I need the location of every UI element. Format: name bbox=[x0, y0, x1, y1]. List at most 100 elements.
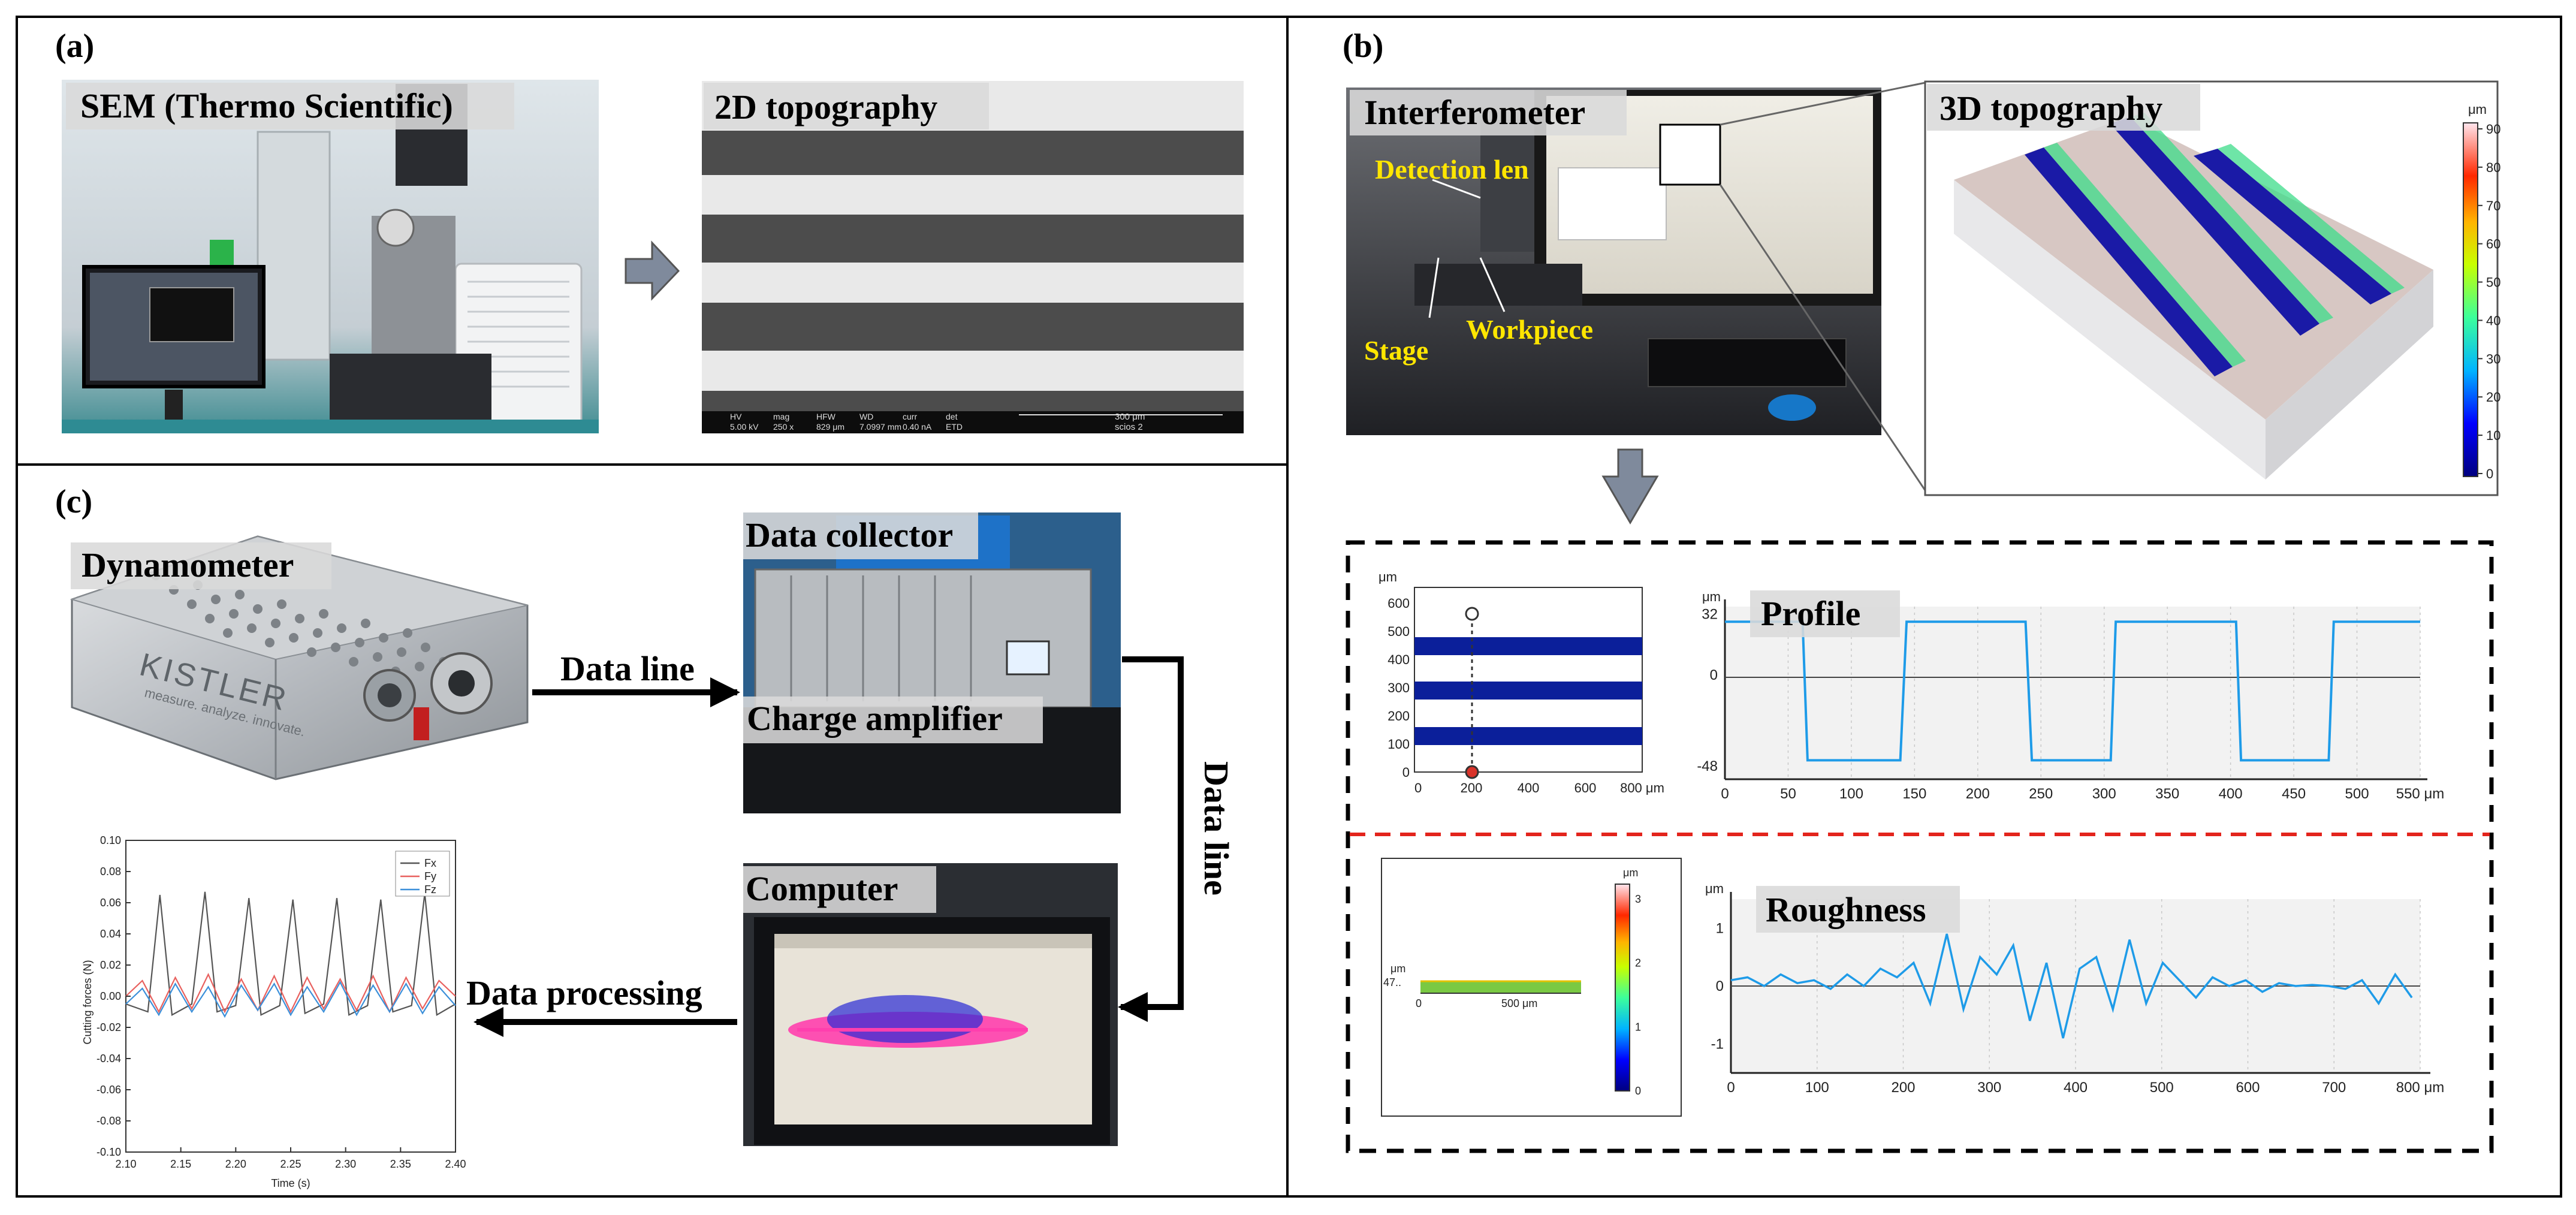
topo3d-groove-3-wall bbox=[2218, 144, 2405, 294]
groove-map-band-1 bbox=[1414, 637, 1642, 655]
dynamometer-hole bbox=[421, 643, 430, 652]
data-processing-label: Data processing bbox=[466, 973, 702, 1012]
topo2d-groove-3 bbox=[702, 303, 1244, 351]
xtick-label: 200 bbox=[1891, 1080, 1915, 1096]
force-x-label: Time (s) bbox=[271, 1177, 310, 1189]
force-ytick-label: 0.06 bbox=[100, 897, 121, 909]
dynamometer-hole bbox=[313, 628, 322, 638]
xtick-label: 300 bbox=[2092, 786, 2116, 802]
computer-photo bbox=[743, 863, 1118, 1146]
interferometer-label-bg bbox=[1350, 90, 1627, 135]
profile-yticks: 320-48 bbox=[1697, 607, 1718, 774]
collector-label-bg bbox=[743, 512, 978, 559]
map-ytick-label: 300 bbox=[1387, 680, 1410, 695]
collector-amplifier bbox=[754, 568, 1092, 709]
topo3d-groove-2 bbox=[2110, 117, 2319, 336]
topo3d-groove-2-wall bbox=[2131, 113, 2333, 324]
dynamometer-hole bbox=[265, 638, 275, 647]
topo3d-label-bg bbox=[1927, 84, 2200, 131]
dynamometer-label: Dynamometer bbox=[82, 545, 294, 584]
analysis-box bbox=[1346, 540, 2494, 1153]
panel-a-letter: (a) bbox=[55, 28, 94, 65]
dynamometer-hole bbox=[307, 647, 316, 657]
dynamometer-hole bbox=[373, 652, 382, 662]
stage-pointer bbox=[1428, 257, 1440, 318]
map-ytick-label: 400 bbox=[1387, 652, 1410, 667]
dynamometer-hole bbox=[229, 609, 239, 619]
roughness-label-bg bbox=[1756, 886, 1960, 933]
map-ytick-label: 200 bbox=[1387, 709, 1410, 723]
colorbar-tick-label: 30 bbox=[2486, 351, 2500, 366]
xtick-label: 500 bbox=[2150, 1080, 2174, 1096]
xtick-label: 500 bbox=[2345, 786, 2369, 802]
dynamometer-hole bbox=[247, 623, 257, 633]
collector-to-computer-arrow bbox=[1118, 656, 1184, 1022]
xtick-label: 100 bbox=[1805, 1080, 1829, 1096]
xtick-label: 300 bbox=[1977, 1080, 2001, 1096]
ytick-label: -48 bbox=[1697, 758, 1718, 774]
roughness-map-xtick-0: 0 bbox=[1416, 997, 1422, 1009]
xtick-label: 400 bbox=[2219, 786, 2243, 802]
roughness-series-line bbox=[1730, 933, 2413, 1039]
force-series-Fz bbox=[125, 981, 456, 1018]
topo2d-groove-1 bbox=[702, 131, 1244, 175]
interferometer-photo bbox=[1346, 88, 1881, 435]
force-xtick-label: 2.25 bbox=[280, 1158, 301, 1170]
panel-b: (b) Interferometer Detection len Stage W… bbox=[1343, 28, 2500, 1153]
dynamometer-hole bbox=[253, 604, 263, 614]
roughness-map-strip bbox=[1420, 981, 1581, 993]
detection-pointer bbox=[1432, 179, 1481, 199]
xtick-label: 800 μm bbox=[2396, 1080, 2445, 1096]
dynamometer-hole bbox=[415, 662, 424, 671]
force-ytick-label: -0.04 bbox=[96, 1053, 121, 1065]
profile-label: Profile bbox=[1761, 594, 1860, 633]
profile-series-line bbox=[1725, 620, 2420, 762]
dynamometer-hole bbox=[271, 619, 280, 628]
workpiece-label: Workpiece bbox=[1466, 314, 1593, 345]
groove-map-unit: μm bbox=[1379, 569, 1397, 584]
data-line-label: Data line bbox=[560, 649, 695, 688]
colorbar-tick-label: 70 bbox=[2486, 198, 2500, 213]
dynamometer-photo: KISTLER measure. analyze. innovate. bbox=[70, 535, 529, 780]
panel-c: (c) KISTLER measure. analyze. innovate. … bbox=[55, 483, 1236, 1189]
sem-label: SEM (Thermo Scientific) bbox=[80, 86, 453, 125]
topo3d-groove-1-wall bbox=[2044, 143, 2246, 367]
colorbar-tick-label: 80 bbox=[2486, 160, 2500, 175]
topo2d-label: 2D topography bbox=[714, 88, 937, 126]
roughness-map-unit: μm bbox=[1390, 963, 1405, 975]
ytick-label: 0 bbox=[1716, 978, 1724, 994]
xtick-label: 0 bbox=[1721, 786, 1729, 802]
xtick-label: 550 μm bbox=[2396, 786, 2445, 802]
dynamometer-hole bbox=[337, 623, 346, 633]
dynamometer-hole bbox=[379, 633, 388, 643]
sem-green-sign bbox=[210, 240, 234, 270]
charge-amplifier-label: Charge amplifier bbox=[747, 699, 1003, 738]
interferometer-keyboard bbox=[1648, 338, 1847, 387]
ytick-label: 32 bbox=[1702, 607, 1718, 623]
collector-display bbox=[1006, 640, 1050, 676]
force-ytick-label: -0.08 bbox=[96, 1115, 121, 1127]
topo2d-groove-2 bbox=[702, 215, 1244, 263]
sem-floor bbox=[62, 420, 599, 433]
force-ytick-label: -0.06 bbox=[96, 1084, 121, 1096]
roughness-colorbar-tick: 3 bbox=[1635, 893, 1641, 905]
sem-photo bbox=[62, 80, 599, 433]
computer-label-bg bbox=[743, 866, 936, 913]
interferometer-head bbox=[1480, 120, 1534, 252]
sem-info-key: WD bbox=[859, 412, 873, 421]
ytick-label: -1 bbox=[1711, 1036, 1724, 1053]
xtick-label: 700 bbox=[2322, 1080, 2346, 1096]
roughness-yticks: 10-1 bbox=[1711, 920, 1724, 1052]
force-legend bbox=[395, 851, 450, 897]
interferometer-zoom-box bbox=[1659, 123, 1721, 186]
sem-port bbox=[376, 209, 415, 247]
colorbar-tick-label: 50 bbox=[2486, 275, 2500, 290]
colorbar-tick-label: 10 bbox=[2486, 428, 2500, 443]
dynamometer-hole bbox=[355, 638, 364, 647]
dynamometer-hole bbox=[277, 599, 286, 609]
force-ytick-label: -0.10 bbox=[96, 1146, 121, 1158]
